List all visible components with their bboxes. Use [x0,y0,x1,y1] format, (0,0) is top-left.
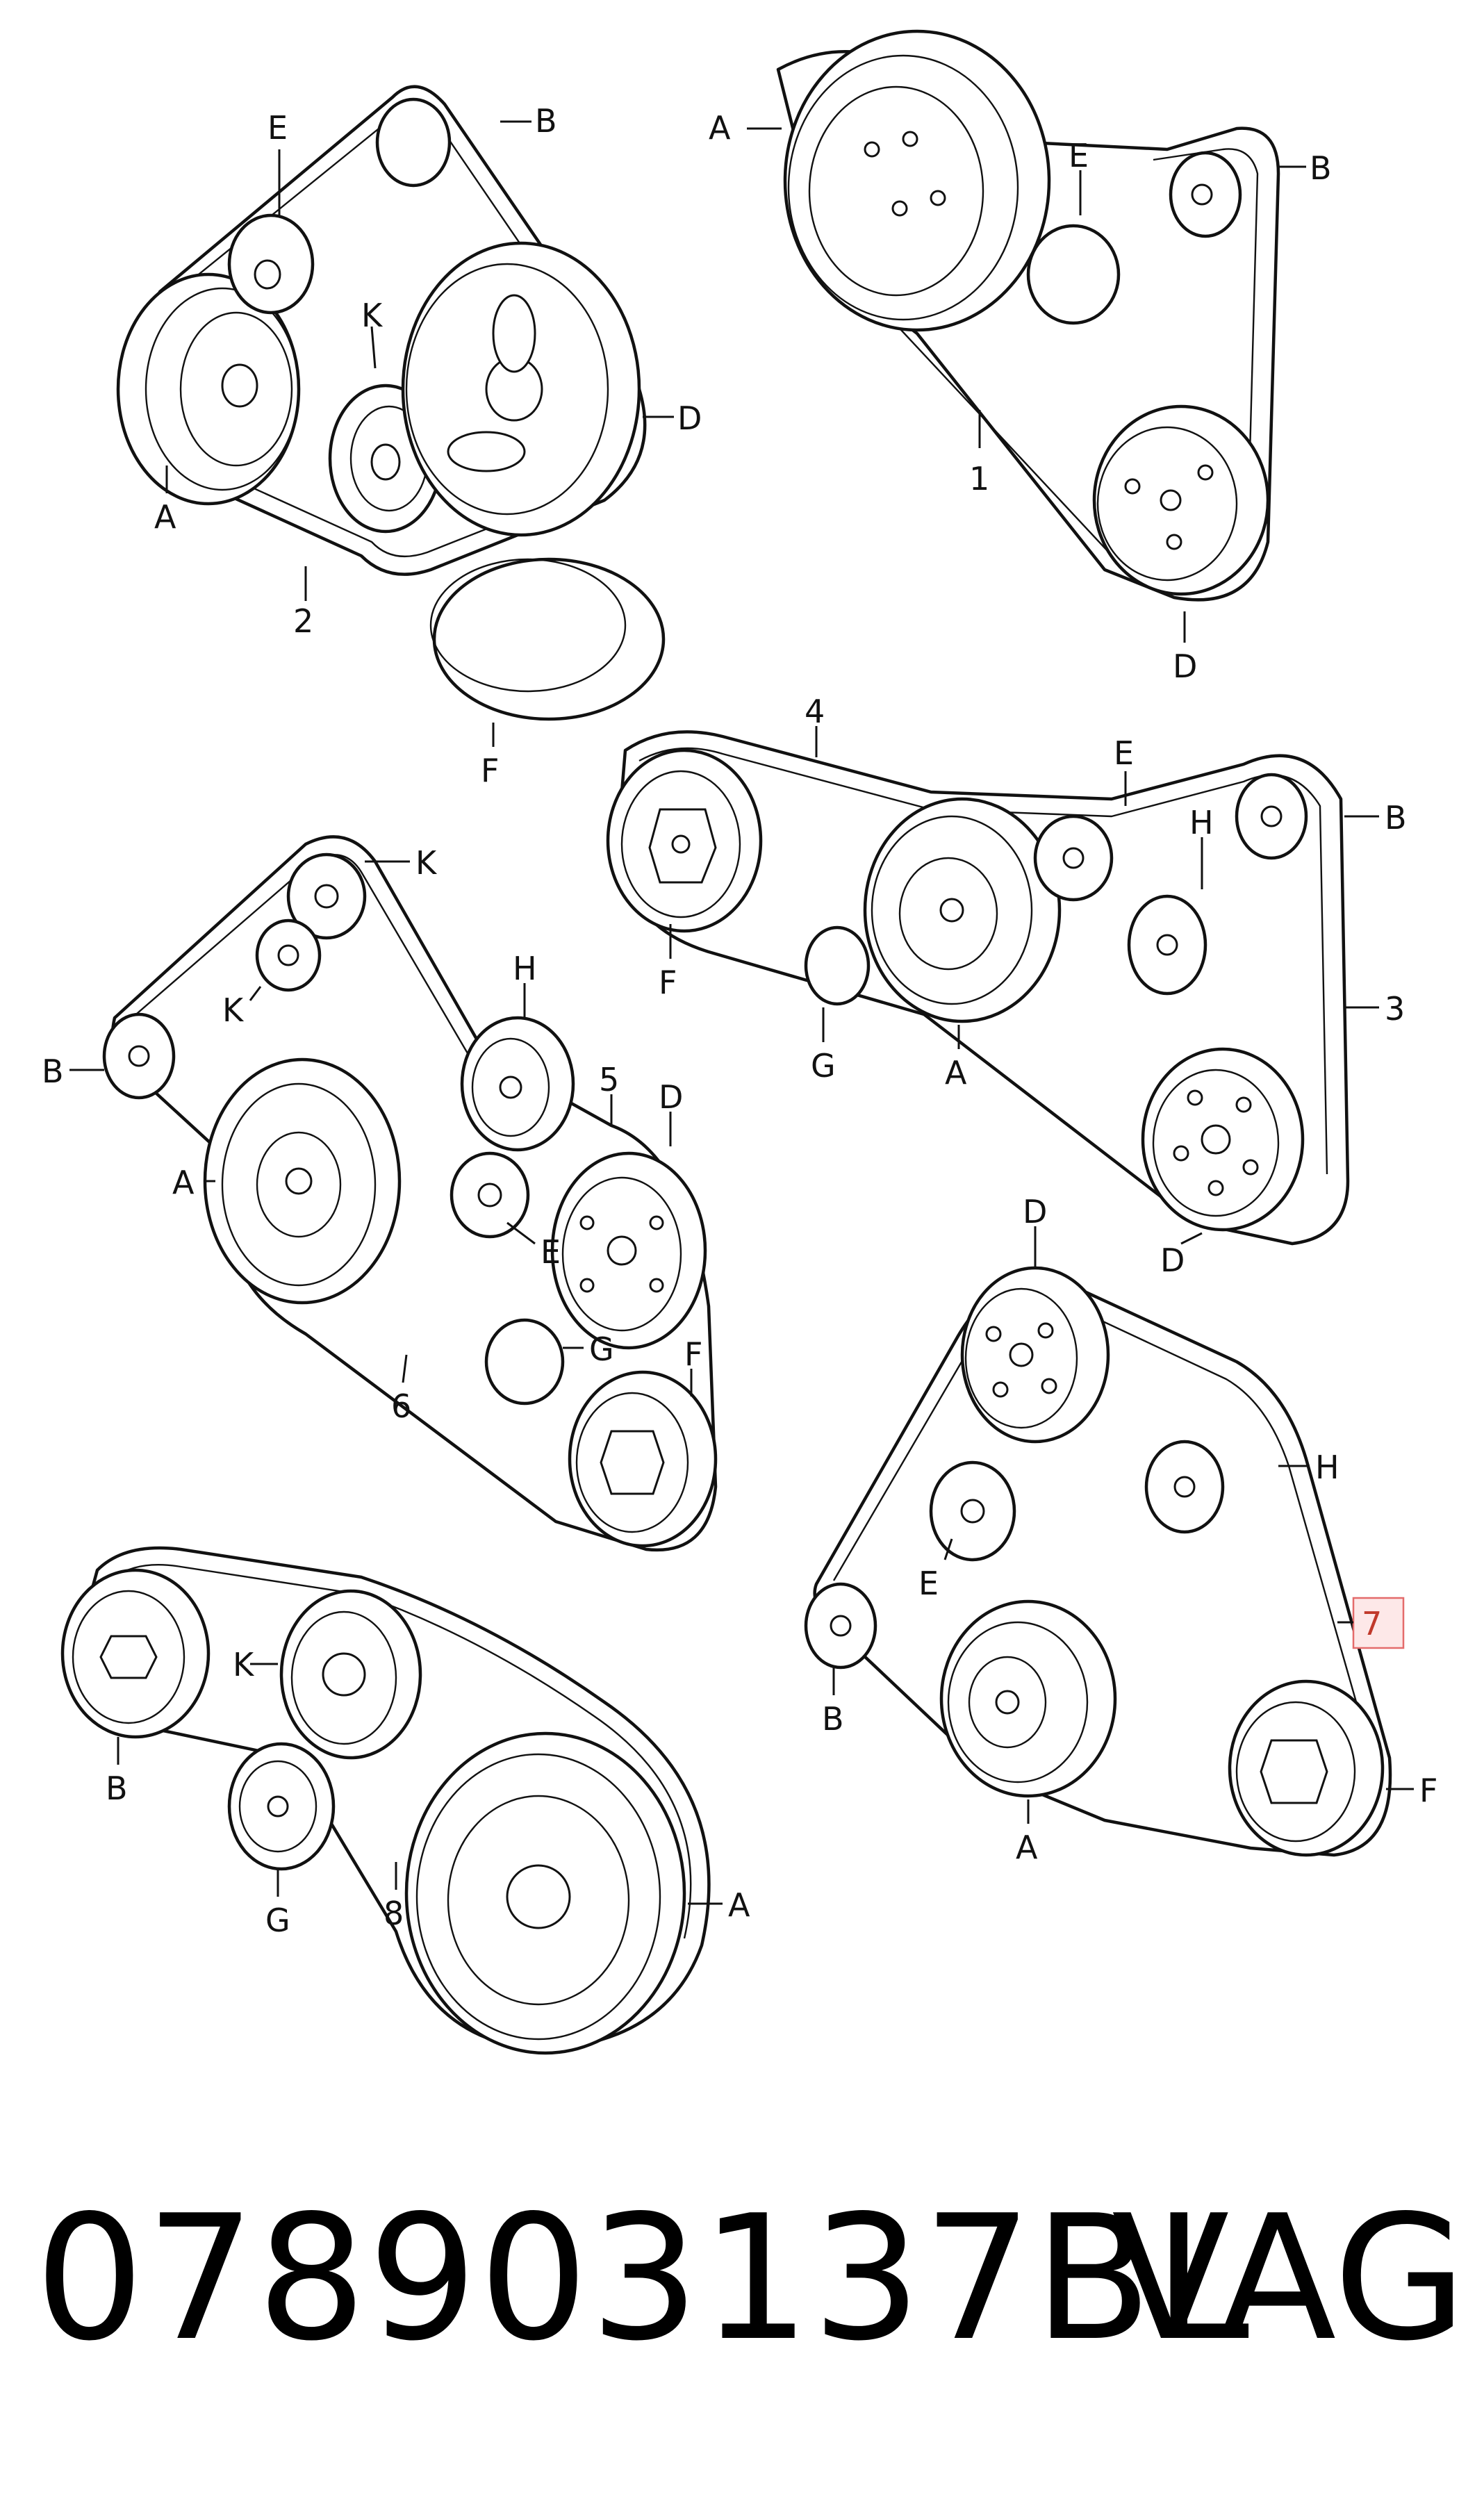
belt-number-3: 3 [1385,990,1405,1028]
label-A: A [728,1886,750,1924]
label-A: A [709,109,731,147]
label-E: E [267,109,288,147]
highlighted-belt-number [1352,1597,1405,1649]
belt-number-8: 8 [384,1895,404,1932]
label-E: E [1069,137,1089,174]
label-A: A [1016,1829,1038,1866]
belt-number-2: 2 [293,602,313,640]
label-A: A [945,1054,967,1091]
label-B: B [535,102,557,140]
label-K: K [233,1646,255,1683]
label-A: A [154,498,176,536]
label-H: H [1189,804,1214,841]
label-F: F [481,752,499,789]
label-K: K [361,297,384,334]
caption: 078903137BL VAG [28,2168,1467,2390]
belt-routing-diagram: E B K D A 2 F A E B [42,29,1437,2055]
label-F: F [684,1335,702,1373]
brand-name: VAG [1112,2179,1467,2379]
belt-number-7: 7 [1362,1605,1382,1642]
belt-number-5: 5 [599,1061,619,1098]
label-D: D [1160,1242,1185,1279]
label-B: B [822,1700,844,1738]
label-D: D [659,1078,683,1116]
label-G: G [589,1330,614,1368]
label-E: E [541,1233,561,1271]
label-H: H [1315,1449,1339,1486]
label-G: G [811,1047,836,1085]
label-K-upper: K [415,844,438,882]
label-B: B [1310,149,1332,187]
label-K-lower: K [222,991,245,1029]
belt-number-1: 1 [969,460,989,497]
label-B: B [1385,799,1407,837]
label-A: A [172,1164,195,1201]
belt-number-6: 6 [391,1387,411,1425]
label-D: D [1173,648,1197,685]
figure-belt-6: K K B H 5 D A E G F 6 [42,835,718,1552]
figure-belt-8: K B G 8 A [60,1546,750,2055]
label-H: H [513,950,537,987]
figure-belt-2: E B K D A 2 F [116,85,702,789]
figure-belt-3: 4 E H B 3 F G A D [606,693,1407,1279]
label-F: F [1419,1772,1437,1809]
label-E: E [1114,734,1134,772]
label-D: D [1023,1193,1047,1230]
label-B: B [42,1053,64,1090]
label-D: D [677,399,702,437]
label-E: E [918,1565,939,1602]
label-G: G [265,1902,290,1939]
belt-number-4: 4 [805,693,825,730]
label-B: B [106,1770,128,1807]
label-F: F [659,964,677,1001]
figure-belt-1: A E B 1 D [709,29,1332,685]
figure-belt-7: D H 7 E B A F [804,1193,1437,1866]
part-number: 078903137BL [35,2179,1251,2379]
